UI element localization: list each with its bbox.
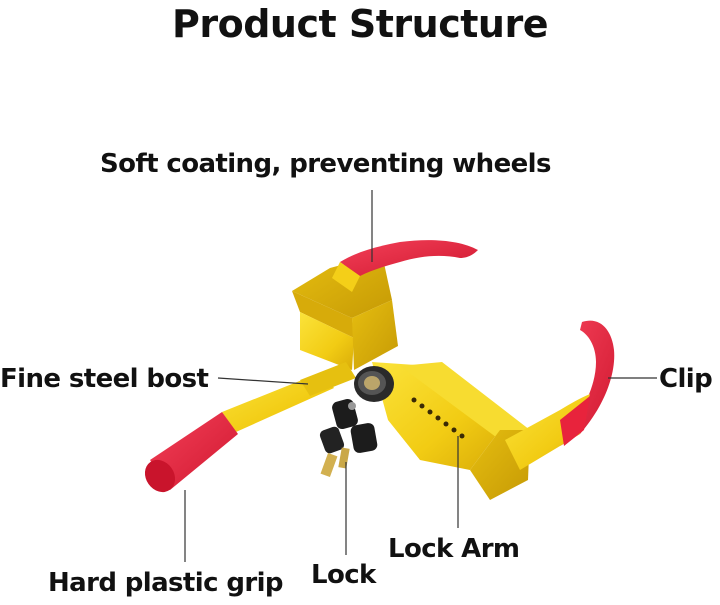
label-soft-coating: Soft coating, preventing wheels — [100, 149, 551, 179]
leader-lines — [184, 190, 657, 562]
lock-arm-holes — [411, 397, 465, 439]
right-clip — [505, 320, 615, 470]
page-title: Product Structure — [172, 2, 548, 46]
label-lock: Lock — [311, 560, 376, 590]
clamp-body — [300, 300, 398, 370]
grip — [144, 412, 238, 493]
keys — [319, 398, 378, 478]
lock-arm-bar — [372, 362, 530, 500]
label-steel-bost: Fine steel bost — [0, 364, 209, 394]
label-clip: Clip — [659, 364, 713, 394]
top-hook — [332, 240, 478, 292]
leader-bost — [217, 377, 309, 385]
lock-cylinder — [354, 366, 394, 402]
label-plastic-grip: Hard plastic grip — [48, 568, 284, 598]
label-lock-arm: Lock Arm — [388, 534, 520, 564]
handle-bar — [222, 362, 356, 432]
